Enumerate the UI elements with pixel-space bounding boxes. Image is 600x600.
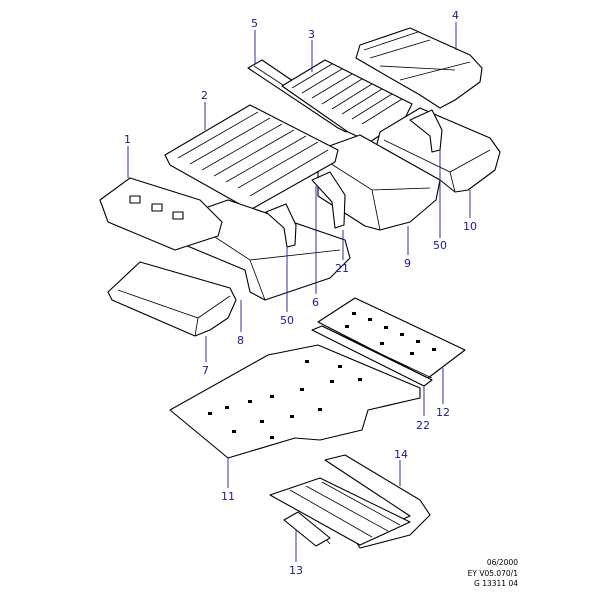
callout-13: 13 [289,564,303,577]
callout-14: 14 [394,448,408,461]
part-1-front-cover [99,177,223,251]
callout-50-right: 50 [433,239,447,252]
leader-lines [127,22,471,562]
callout-10: 10 [463,220,477,233]
callout-11: 11 [221,490,235,503]
part-7-front-box [107,261,237,337]
callout-2: 2 [201,89,208,102]
callout-50-left: 50 [280,314,294,327]
part-13-grille-tray [269,477,411,547]
callout-numbers: 5 3 4 2 1 50 10 9 21 6 50 8 7 12 22 11 1… [124,9,477,577]
callout-3: 3 [308,28,315,41]
callout-4: 4 [452,9,459,22]
callout-12: 12 [436,406,450,419]
callout-21: 21 [335,262,349,275]
part-2-ribbed-top-panel [164,104,339,211]
callout-6: 6 [312,296,319,309]
callout-9: 9 [404,257,411,270]
stamp-ref: EY V05.070/1 [467,568,518,578]
part-6-bracket [311,171,346,229]
callout-7: 7 [202,364,209,377]
callout-8: 8 [237,334,244,347]
drawing-reference-stamp: 06/2000 EY V05.070/1 G 13311 04 [398,558,518,590]
stamp-date: 06/2000 [486,558,518,567]
part-22-sill [311,325,433,387]
stamp-code: G 13311 04 [474,579,518,588]
part-11-main-floor [169,344,421,459]
part-50-bracket-left [265,203,297,248]
part-4-rear-cover [355,27,483,109]
callout-5: 5 [251,17,258,30]
callout-1: 1 [124,133,131,146]
callout-22: 22 [416,419,430,432]
